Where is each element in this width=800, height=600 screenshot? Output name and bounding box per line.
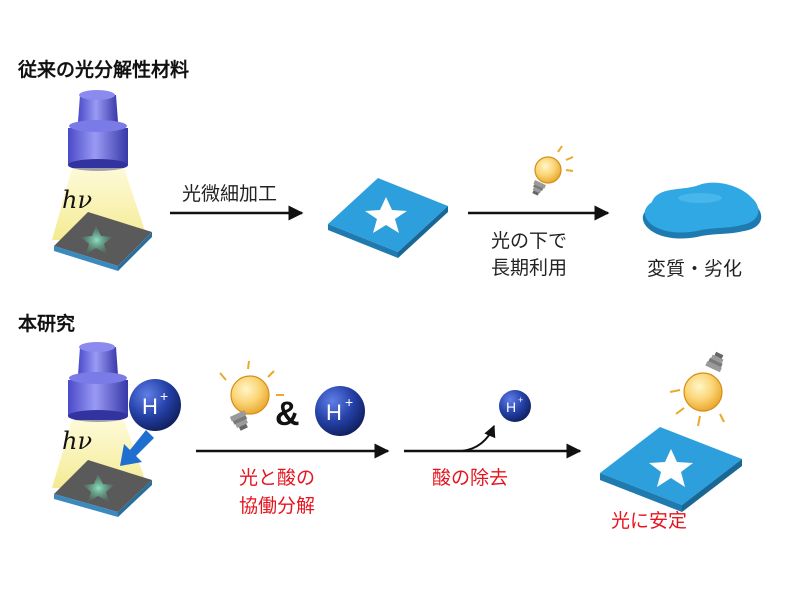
patterned-sheet xyxy=(328,178,448,258)
step-label-line1: 光の下で xyxy=(491,230,567,252)
patterned-sheet xyxy=(600,427,742,512)
light-symbol: hν xyxy=(62,427,92,455)
svg-text:+: + xyxy=(518,395,523,405)
uv-lamp-icon xyxy=(68,342,128,422)
svg-text:H: H xyxy=(326,400,342,425)
result-label: 変質・劣化 xyxy=(647,258,742,280)
conventional-section-title: 従来の光分解性材料 xyxy=(17,58,189,81)
light-bulb-icon xyxy=(219,360,284,431)
present-section-title: 本研究 xyxy=(18,312,75,335)
step-label-line2: 協働分解 xyxy=(239,495,315,517)
substrate-with-star xyxy=(54,460,152,517)
substrate-with-star xyxy=(54,212,152,271)
ampersand: & xyxy=(275,395,300,433)
step-label-line1: 光と酸の xyxy=(239,467,315,489)
light-symbol: hν xyxy=(62,186,92,214)
light-beam xyxy=(52,420,148,488)
step-label-line2: 長期利用 xyxy=(491,257,567,279)
degraded-material xyxy=(642,182,762,239)
proton-removal-arrow xyxy=(461,424,496,452)
step-label: 光微細加工 xyxy=(182,183,277,205)
proton-icon: H + xyxy=(499,390,531,422)
svg-text:H: H xyxy=(506,399,516,415)
proton-icon: H + xyxy=(129,379,181,431)
light-bulb-icon xyxy=(532,145,574,196)
svg-text:H: H xyxy=(142,394,158,419)
acid-arrow-icon xyxy=(120,430,154,466)
svg-text:+: + xyxy=(345,394,353,410)
proton-icon: H + xyxy=(315,386,365,436)
light-bulb-icon xyxy=(669,351,725,427)
uv-lamp-icon xyxy=(68,90,128,171)
result-label: 光に安定 xyxy=(611,510,687,532)
svg-text:+: + xyxy=(160,388,168,404)
step-label: 酸の除去 xyxy=(432,467,508,489)
light-beam xyxy=(52,168,148,240)
